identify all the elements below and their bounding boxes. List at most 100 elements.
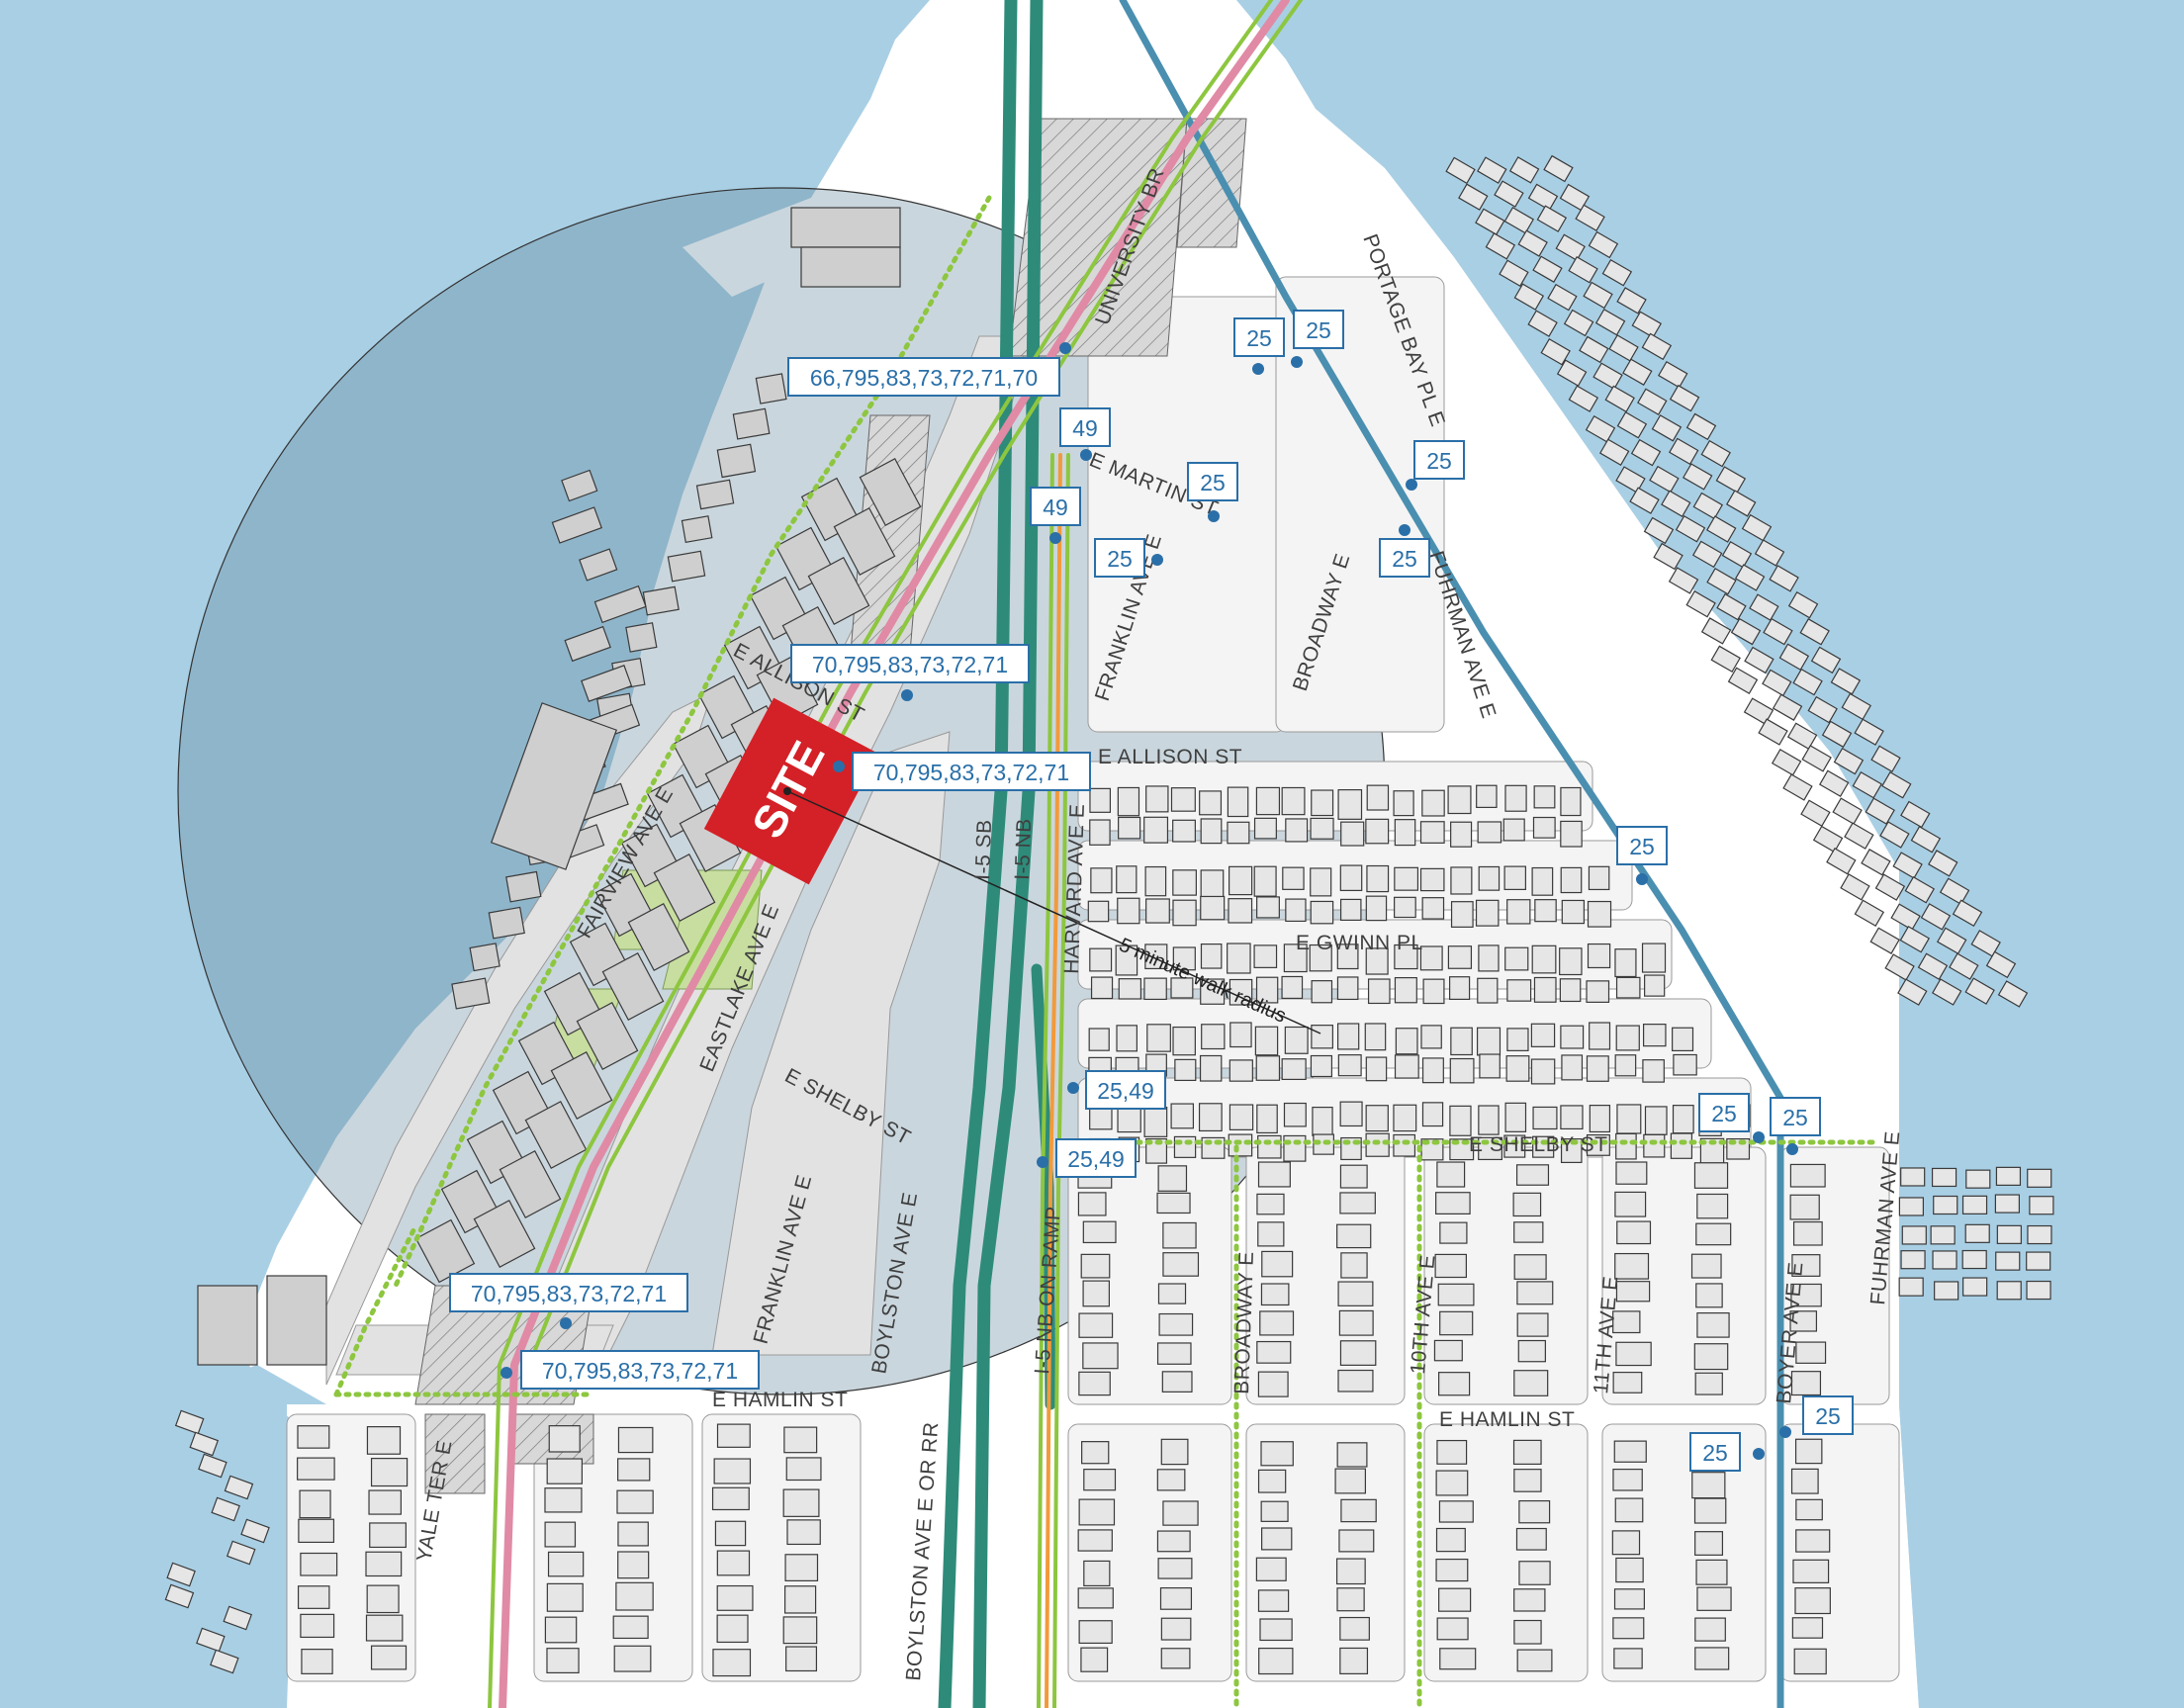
building <box>1172 869 1197 896</box>
building <box>1932 978 1962 1006</box>
building <box>1419 945 1443 971</box>
building <box>714 1520 747 1547</box>
building <box>782 1488 820 1517</box>
building <box>1996 1281 2022 1301</box>
building <box>1930 1225 1956 1245</box>
building <box>1734 564 1766 591</box>
building <box>1854 899 1885 927</box>
route-label-box: 49 <box>1059 407 1111 461</box>
building <box>1337 1054 1362 1077</box>
building <box>1089 787 1112 813</box>
building <box>1228 865 1253 896</box>
building <box>1513 1588 1546 1612</box>
building <box>550 1051 613 1120</box>
building <box>1366 864 1390 893</box>
building <box>1503 865 1526 890</box>
building <box>1513 1370 1549 1396</box>
building <box>300 1613 335 1639</box>
building <box>1255 1055 1281 1081</box>
building <box>807 557 870 625</box>
building <box>1614 1191 1647 1217</box>
building <box>1517 1339 1546 1363</box>
building <box>1395 1028 1418 1055</box>
building <box>1450 1027 1473 1056</box>
building <box>1393 1133 1416 1157</box>
building <box>1421 789 1445 817</box>
building <box>1651 414 1683 442</box>
building <box>1260 1441 1294 1467</box>
building <box>561 469 598 502</box>
building <box>1257 1161 1291 1188</box>
building <box>370 1645 408 1670</box>
building <box>1447 945 1473 969</box>
building <box>1365 1105 1389 1132</box>
building <box>1890 903 1921 931</box>
building <box>711 1486 750 1511</box>
building <box>1311 789 1334 817</box>
building <box>1616 1220 1652 1245</box>
building <box>223 1605 253 1631</box>
building <box>1598 438 1630 466</box>
building <box>1435 1192 1471 1214</box>
building <box>1695 1559 1728 1585</box>
route-label-box: 25 <box>1291 310 1344 368</box>
building <box>1118 978 1142 1000</box>
route-label-text: 25 <box>1711 1101 1737 1126</box>
building <box>1644 974 1666 997</box>
building <box>1792 1559 1830 1583</box>
building <box>1310 867 1332 897</box>
building <box>1692 492 1724 520</box>
building <box>615 1581 654 1611</box>
building <box>1685 412 1717 441</box>
building <box>1077 1587 1114 1609</box>
route-label-text: 25,49 <box>1067 1146 1125 1172</box>
building <box>1642 1024 1667 1047</box>
building <box>1156 1342 1192 1365</box>
harvard-green-line-b <box>1052 453 1070 1708</box>
route-label-text: 70,795,83,73,72,71 <box>471 1281 667 1306</box>
building <box>211 1496 240 1522</box>
route-label-text: 70,795,83,73,72,71 <box>812 652 1008 677</box>
building <box>1157 1165 1188 1192</box>
building <box>1503 207 1534 234</box>
building <box>681 515 713 544</box>
building <box>1615 1557 1644 1583</box>
route-label-box: 25,49 <box>1037 1138 1137 1178</box>
building <box>1559 978 1582 1003</box>
building <box>1312 1106 1333 1136</box>
bike-lane-eastlake-2 <box>527 0 1303 1367</box>
route-label-box: 70,795,83,73,72,71 <box>790 644 1030 701</box>
building <box>616 1489 654 1514</box>
route-label-box: 66,795,83,73,72,71,70 <box>787 342 1071 397</box>
building <box>1201 1024 1226 1050</box>
building <box>1672 1105 1694 1134</box>
building <box>1763 617 1793 646</box>
route-label-box: 25 <box>1094 538 1163 578</box>
building <box>210 1649 239 1674</box>
building <box>1260 1283 1290 1306</box>
building <box>1786 722 1818 750</box>
street-i5-nb: I-5 NB <box>1011 818 1036 880</box>
building <box>1559 947 1583 976</box>
building <box>612 1615 649 1640</box>
building <box>1254 1026 1279 1056</box>
building <box>1694 1531 1724 1556</box>
building <box>1637 388 1668 416</box>
building <box>1589 1105 1611 1133</box>
route-label-box: 25 <box>1187 462 1238 522</box>
building <box>1172 1026 1196 1056</box>
building <box>1365 895 1388 922</box>
building <box>1172 946 1196 971</box>
building <box>1436 1439 1468 1465</box>
building <box>1229 1022 1252 1048</box>
building <box>1083 1469 1117 1491</box>
building <box>1691 540 1723 569</box>
building <box>1587 943 1611 969</box>
building <box>1082 1220 1117 1244</box>
building <box>1513 1254 1547 1280</box>
building <box>1394 866 1419 891</box>
building <box>366 1584 400 1614</box>
building <box>1450 901 1474 928</box>
building <box>1531 866 1554 896</box>
route-label-box: 70,795,83,73,72,71 <box>500 1350 760 1390</box>
